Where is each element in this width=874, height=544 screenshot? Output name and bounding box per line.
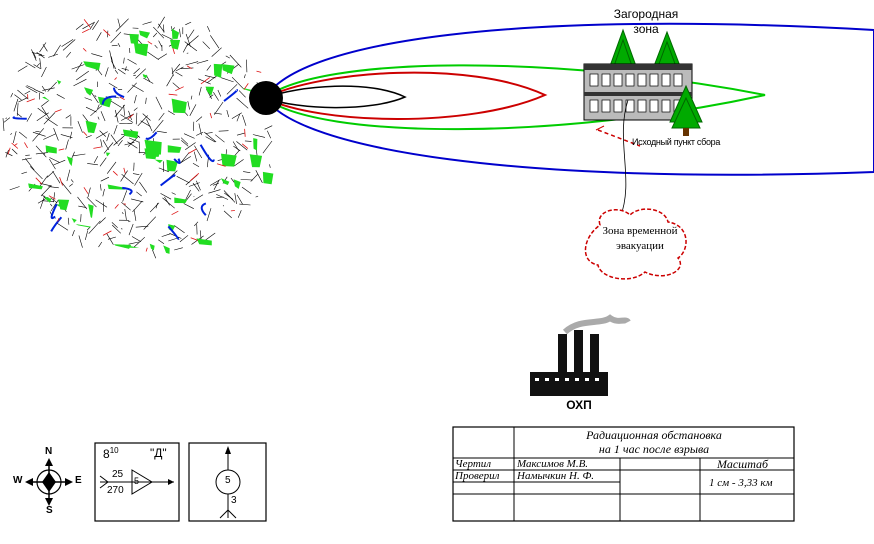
title-block: Радиационная обстановка на 1 час после в…: [453, 427, 794, 521]
legend1-top-left: 810: [103, 446, 119, 461]
compass-west: W: [13, 475, 23, 486]
contamination-zones: [249, 22, 874, 176]
checked-label: Проверил: [455, 470, 500, 482]
title-block-grid: [452, 426, 795, 522]
suburban-zone-label: Загородная зона: [613, 7, 679, 36]
legend2-circle-value: 5: [225, 475, 231, 486]
evacuation-zone-label: Зона временной эвакуации: [602, 225, 678, 252]
suburban-zone: [583, 28, 703, 136]
legend1-top-right: "Д": [150, 446, 167, 460]
scale-value: 1 см - 3,33 км: [709, 477, 773, 489]
position-legend-box: [188, 442, 267, 522]
legend1-upper: 25: [112, 469, 124, 480]
compass-rose-icon: [25, 458, 73, 506]
zone-outer-blue: [263, 22, 874, 176]
title-line2: на 1 час после взрыва: [598, 442, 710, 456]
explosion-epicenter: [249, 81, 283, 115]
title-line1: Радиационная обстановка: [586, 428, 722, 442]
evacuation-zone-cloud: [584, 208, 687, 280]
zone-middle-green: [263, 64, 766, 131]
drew-name: Максимов М.В.: [517, 458, 589, 470]
compass-south: S: [46, 505, 53, 516]
compass-east: E: [75, 475, 82, 486]
plant-label: ОХП: [566, 398, 592, 412]
chemical-plant-icon: [530, 314, 631, 396]
scale-label: Масштаб: [717, 457, 769, 471]
legend1-inner: 5: [134, 476, 140, 486]
assembly-point-label: Исходный пункт сбора: [632, 137, 721, 147]
zone-inner-red: [262, 71, 548, 120]
legend2-lower-value: 3: [231, 495, 237, 506]
checked-name: Намычкин Н. Ф.: [517, 470, 595, 482]
city-map: [2, 14, 278, 259]
drew-label: Чертил: [455, 458, 492, 470]
wind-legend-box: [94, 442, 180, 522]
zone-core-black: [262, 85, 407, 109]
compass-north: N: [45, 446, 53, 457]
legend1-lower: 270: [107, 485, 124, 496]
assembly-point-marker: [595, 99, 641, 219]
